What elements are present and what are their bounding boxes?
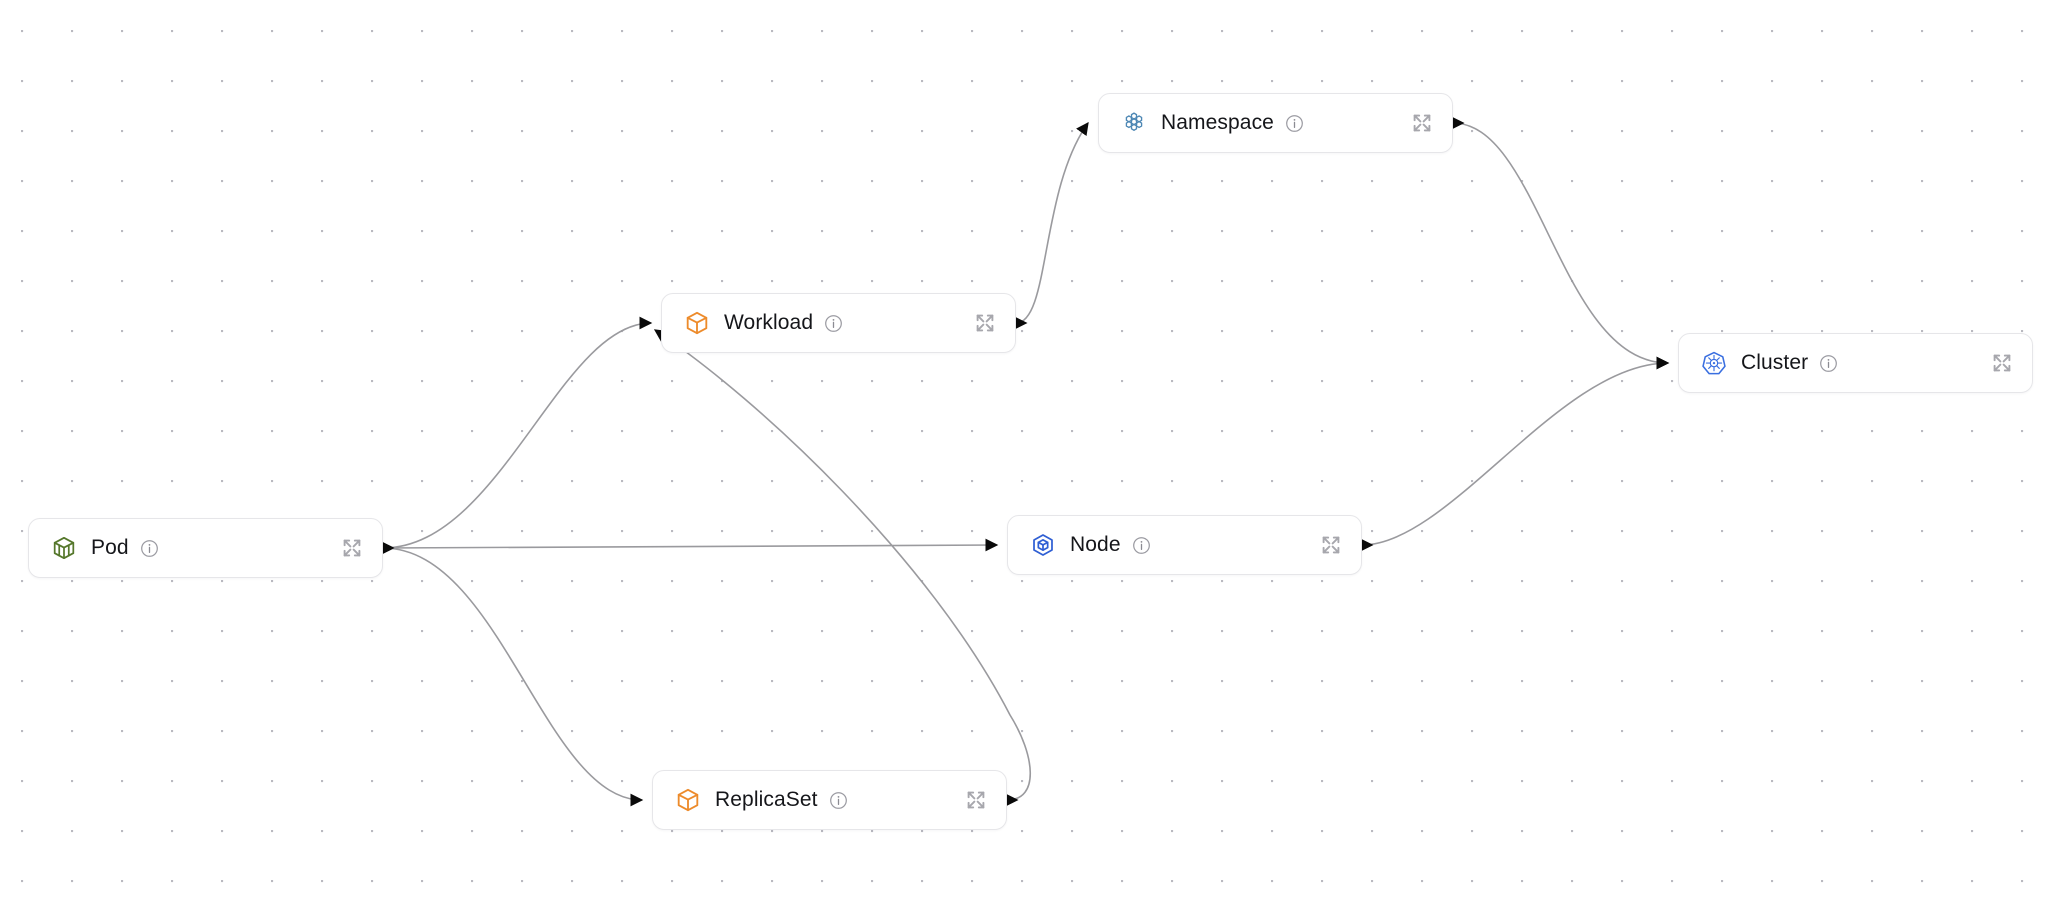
pod-cube-icon <box>51 535 77 561</box>
edge-pod-workload <box>381 316 653 555</box>
info-icon[interactable] <box>1285 114 1304 133</box>
replicaset-cube-icon <box>675 787 701 813</box>
node-label-workload: Workload <box>724 311 814 334</box>
edge-node-cluster <box>1360 356 1670 552</box>
node-label-namespace: Namespace <box>1161 111 1274 134</box>
node-label-replicaset: ReplicaSet <box>715 788 818 811</box>
graph-node-replicaset[interactable]: ReplicaSet <box>652 770 1007 830</box>
graph-node-node[interactable]: Node <box>1007 515 1362 575</box>
expand-icon[interactable] <box>973 311 997 335</box>
info-icon[interactable] <box>1132 536 1151 555</box>
info-icon[interactable] <box>140 539 159 558</box>
expand-icon[interactable] <box>1319 533 1343 557</box>
graph-node-namespace[interactable]: Namespace <box>1098 93 1453 153</box>
edge-workload-namespace <box>1014 121 1089 330</box>
workload-cube-icon <box>684 310 710 336</box>
expand-icon[interactable] <box>1410 111 1434 135</box>
node-cube-icon <box>1030 532 1056 558</box>
info-icon[interactable] <box>1819 354 1838 373</box>
node-label-pod: Pod <box>91 536 129 559</box>
node-label-cluster: Cluster <box>1741 351 1809 374</box>
graph-node-cluster[interactable]: Cluster <box>1678 333 2033 393</box>
edge-replicaset-workload <box>653 329 1032 807</box>
cluster-kubernetes-icon <box>1701 350 1727 376</box>
namespace-hexagons-icon <box>1121 110 1147 136</box>
expand-icon[interactable] <box>964 788 988 812</box>
info-icon[interactable] <box>829 791 848 810</box>
edge-namespace-cluster <box>1451 116 1670 370</box>
edge-pod-replicaset <box>381 541 644 807</box>
edge-pod-node <box>381 538 999 555</box>
graph-node-pod[interactable]: Pod <box>28 518 383 578</box>
node-label-node: Node <box>1070 533 1121 556</box>
expand-icon[interactable] <box>1990 351 2014 375</box>
expand-icon[interactable] <box>340 536 364 560</box>
graph-node-workload[interactable]: Workload <box>661 293 1016 353</box>
info-icon[interactable] <box>824 314 843 333</box>
